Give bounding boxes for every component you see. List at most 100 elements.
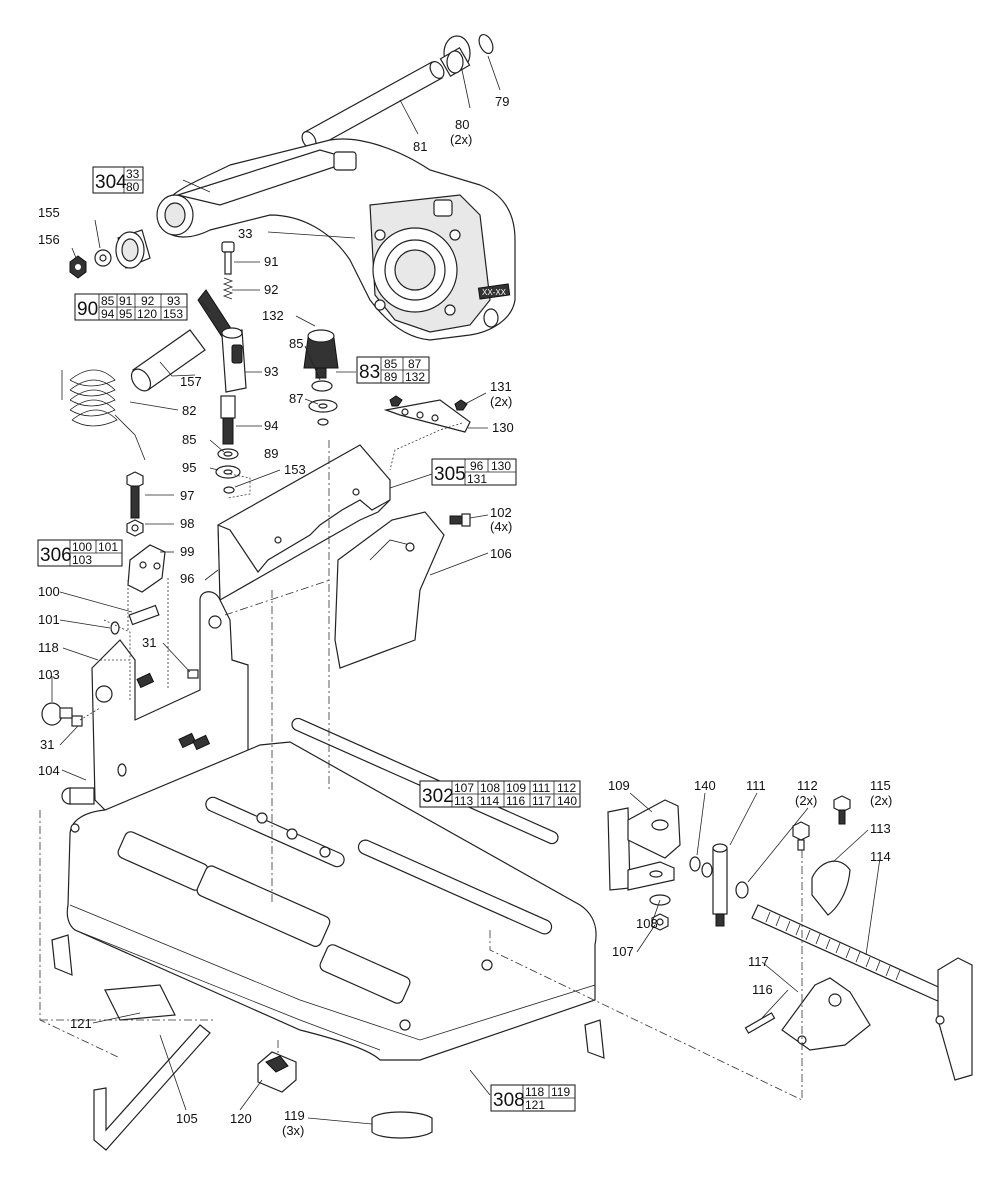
part-112-screw	[735, 821, 810, 899]
part-103-knob	[41, 702, 73, 726]
kit-306-item: 103	[72, 553, 92, 567]
label-80: 80	[455, 117, 469, 132]
decal-text: XX-XX	[482, 288, 507, 297]
label-95: 95	[182, 460, 196, 475]
label-79: 79	[495, 94, 509, 109]
part-111-pin	[712, 843, 728, 927]
kit-90-item: 94	[101, 307, 115, 321]
part-119-feet	[51, 934, 605, 1139]
part-132-knob	[303, 329, 339, 379]
part-93-handle	[197, 289, 247, 393]
part-85-washer-upper	[311, 380, 333, 392]
part-80-bushing	[439, 35, 471, 77]
label-94: 94	[264, 418, 278, 433]
kit-306-item: 100	[72, 540, 92, 554]
kit-83-id: 83	[359, 362, 380, 383]
label-116: 116	[752, 982, 773, 997]
label-131: 131	[490, 379, 512, 394]
kit-304-id: 304	[95, 172, 127, 193]
kit-308-id: 308	[493, 1090, 525, 1111]
kit-box-308: 308 118 119 121	[490, 1084, 576, 1112]
label-156: 156	[38, 232, 60, 247]
part-131-screws	[389, 395, 468, 411]
part-114-lead-screw	[751, 904, 973, 1081]
kit-305-item: 96	[470, 459, 484, 473]
label-119-qty: (3x)	[282, 1123, 304, 1138]
label-102-qty: (4x)	[490, 519, 512, 534]
label-102: 102	[490, 505, 512, 520]
label-87: 87	[289, 391, 303, 406]
label-100: 100	[38, 584, 60, 599]
kit-90-item: 93	[167, 294, 181, 308]
kit-box-305: 305 96 130 131	[431, 458, 517, 486]
part-96-blade-guard	[217, 444, 391, 602]
part-115-bolt	[833, 795, 851, 825]
label-85-lower: 85	[182, 432, 196, 447]
part-89-ring	[317, 418, 329, 426]
label-120: 120	[230, 1111, 252, 1126]
part-97-bolt	[126, 471, 144, 519]
kit-90-id: 90	[77, 299, 98, 320]
kit-304-item: 33	[126, 167, 140, 181]
kit-302-item: 112	[557, 781, 576, 795]
kit-box-302: 302 107 108 109 111 112 113 114 116 117 …	[419, 780, 581, 808]
kit-83-item: 89	[384, 370, 398, 384]
part-107-nut	[651, 913, 669, 931]
part-33-arm-housing: XX-XX	[156, 138, 516, 341]
part-116-pin	[744, 1012, 776, 1034]
part-101-washer	[110, 621, 120, 635]
part-95-washer	[215, 465, 241, 479]
label-155: 155	[38, 205, 60, 220]
label-115-qty: (2x)	[870, 793, 892, 808]
kit-90-item: 92	[141, 294, 155, 308]
part-85-washer	[217, 448, 239, 460]
kit-302-item: 114	[480, 794, 499, 808]
label-121: 121	[70, 1016, 92, 1031]
part-81-pivot-shaft	[301, 61, 445, 149]
label-131-qty: (2x)	[490, 394, 512, 409]
part-91-screw	[221, 241, 235, 275]
part-31-screws	[71, 669, 211, 751]
kit-302-id: 302	[422, 786, 454, 807]
label-80-qty: (2x)	[450, 132, 472, 147]
label-132: 132	[262, 308, 284, 323]
part-121-label	[104, 984, 176, 1021]
kit-305-item: 131	[467, 472, 487, 486]
leader-lines	[51, 55, 881, 1125]
label-82: 82	[182, 403, 196, 418]
label-153: 153	[284, 462, 306, 477]
kit-90-item: 120	[137, 307, 157, 321]
label-157: 157	[180, 374, 202, 389]
kit-302-item: 117	[532, 794, 551, 808]
part-99-block	[127, 544, 166, 593]
part-153-ring	[223, 486, 235, 494]
label-114: 114	[870, 849, 891, 864]
part-98-nut	[126, 519, 144, 537]
label-130: 130	[492, 420, 514, 435]
label-89: 89	[264, 446, 278, 461]
part-109-vise-bracket	[607, 799, 681, 891]
kit-90-item: 153	[163, 307, 183, 321]
kit-90-item: 95	[119, 307, 133, 321]
label-92: 92	[264, 282, 278, 297]
label-108: 108	[636, 916, 658, 931]
label-119: 119	[284, 1108, 305, 1123]
kit-305-item: 130	[491, 459, 511, 473]
label-91: 91	[264, 254, 278, 269]
label-81: 81	[413, 139, 427, 154]
label-117: 117	[748, 954, 769, 969]
kit-306-id: 306	[40, 545, 72, 566]
part-155-bearing	[94, 229, 151, 269]
assembly-lines	[39, 422, 803, 1101]
part-105-hex-key	[93, 1024, 211, 1151]
label-33: 33	[238, 226, 252, 241]
label-111: 111	[746, 778, 766, 793]
kit-302-item: 140	[557, 794, 577, 808]
kit-308-item: 118	[525, 1085, 544, 1099]
part-106-guard	[334, 511, 445, 669]
label-31-lower: 31	[40, 737, 54, 752]
part-130-bracket	[383, 399, 471, 433]
kit-83-item: 85	[384, 357, 398, 371]
